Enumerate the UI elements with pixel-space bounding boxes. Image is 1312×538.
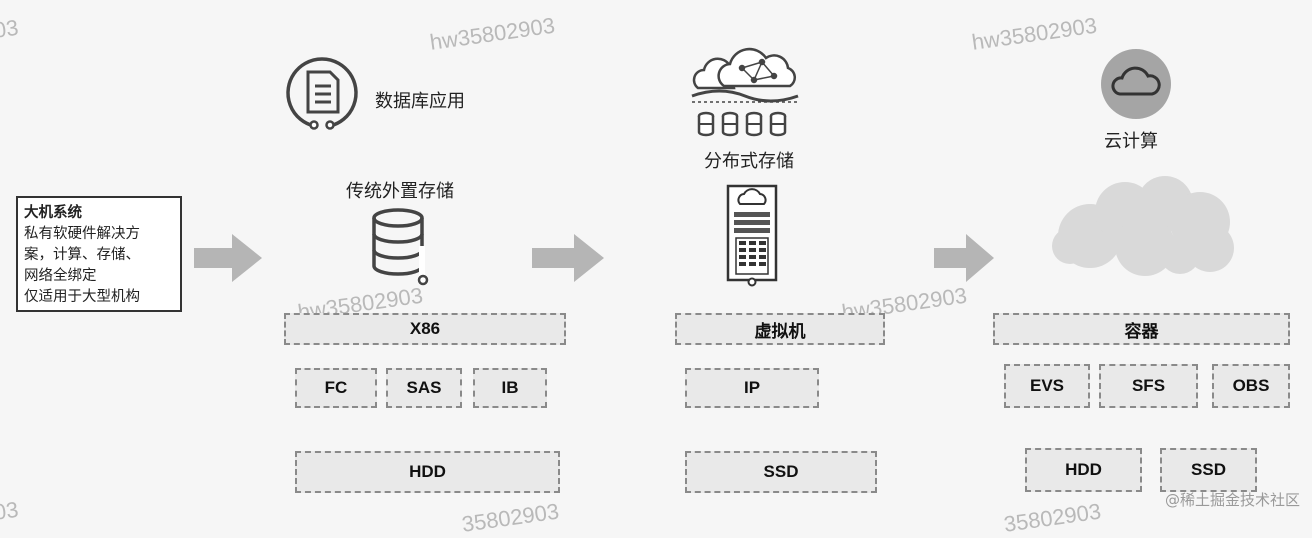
media-ssd: SSD: [1160, 448, 1257, 492]
distributed-cloud-icon: [691, 47, 799, 137]
mainframe-desc-line: 私有软硬件解决方: [24, 226, 140, 242]
service-evs: EVS: [1004, 364, 1090, 408]
protocol-ip: IP: [685, 368, 819, 408]
mainframe-desc-line: 仅适用于大型机构: [24, 289, 140, 305]
container-layer: 容器: [993, 313, 1290, 345]
traditional-storage-label: 传统外置存储: [346, 181, 454, 202]
mainframe-system-box: 大机系统 私有软硬件解决方 案，计算、存储、 网络全绑定 仅适用于大型机构: [16, 196, 182, 312]
arrow-right-icon: [934, 234, 994, 282]
watermark: 03: [0, 14, 20, 43]
vm-layer: 虚拟机: [675, 313, 885, 345]
database-app-label: 数据库应用: [375, 91, 465, 112]
cloud-icon: [1052, 176, 1234, 276]
database-icon: [372, 208, 429, 286]
cloud-computing-label: 云计算: [1104, 131, 1158, 152]
mainframe-desc-line: 案，计算、存储、: [24, 247, 140, 263]
mainframe-desc-line: 网络全绑定: [24, 268, 97, 284]
media-ssd: SSD: [685, 451, 877, 493]
media-hdd: HDD: [1025, 448, 1142, 492]
distributed-storage-label: 分布式存储: [704, 151, 794, 172]
protocol-sas: SAS: [386, 368, 462, 408]
media-hdd: HDD: [295, 451, 560, 493]
watermark: 03: [0, 496, 20, 525]
protocol-ib: IB: [473, 368, 547, 408]
service-obs: OBS: [1212, 364, 1290, 408]
source-watermark: @稀土掘金技术社区: [1164, 491, 1300, 509]
arrow-right-icon: [532, 234, 604, 282]
arrow-right-icon: [194, 234, 262, 282]
mainframe-title: 大机系统: [24, 205, 82, 221]
watermark: hw35802903: [970, 12, 1099, 55]
service-sfs: SFS: [1099, 364, 1198, 408]
server-rack-icon: [726, 184, 778, 287]
x86-layer: X86: [284, 313, 566, 345]
watermark: 35802903: [1002, 498, 1103, 537]
document-circle-icon: [286, 57, 358, 130]
protocol-fc: FC: [295, 368, 377, 408]
cloud-badge-icon: [1101, 49, 1171, 119]
watermark: 35802903: [460, 498, 561, 537]
watermark: hw35802903: [428, 12, 557, 55]
